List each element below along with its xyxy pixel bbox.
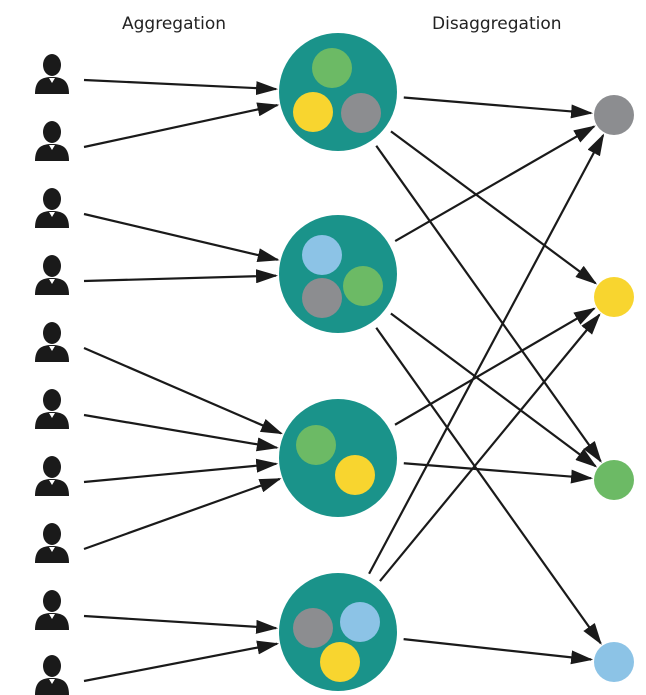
disaggregation-arrow (403, 638, 594, 665)
aggregation-arrow (83, 614, 279, 634)
disaggregation-arrow (394, 125, 596, 243)
pool-item-yellow (320, 642, 360, 682)
pool-item-green (312, 48, 352, 88)
output-node-blue (594, 642, 634, 682)
pool-item-yellow (293, 92, 333, 132)
disaggregation-arrow (390, 312, 598, 468)
aggregation-arrow (83, 458, 279, 484)
disaggregation-arrow (403, 462, 594, 484)
aggregation-arrow (83, 102, 280, 149)
aggregation-arrow (83, 640, 280, 683)
person-icon (35, 655, 69, 695)
pool-item-gray (293, 608, 333, 648)
output-node-yellow (594, 277, 634, 317)
disaggregation-arrow (379, 313, 601, 582)
aggregation-pool (279, 215, 397, 333)
arrows-layer (83, 78, 605, 683)
pool-item-gray (302, 278, 342, 318)
aggregation-arrow (83, 78, 279, 96)
pool-item-yellow (335, 455, 375, 495)
disaggregation-arrow (375, 145, 602, 463)
pool-item-blue (302, 235, 342, 275)
pool-item-green (296, 425, 336, 465)
person-icon (35, 523, 69, 563)
output-node-gray (594, 95, 634, 135)
aggregation-arrow (83, 477, 282, 551)
person-icon (35, 188, 69, 228)
aggregation-heading: Aggregation (122, 14, 227, 34)
disaggregation-heading: Disaggregation (432, 14, 562, 34)
pool-item-gray (341, 93, 381, 133)
disaggregation-arrow (394, 307, 596, 426)
person-icon (35, 389, 69, 429)
disaggregation-arrow (375, 327, 602, 645)
aggregation-arrow (83, 269, 279, 284)
person-icon (35, 456, 69, 496)
aggregation-pool (279, 33, 397, 151)
aggregation-pool (279, 573, 397, 691)
person-icon (35, 121, 69, 161)
person-icon (35, 322, 69, 362)
person-icon (35, 590, 69, 630)
disaggregation-arrow (368, 133, 605, 575)
disaggregation-arrow (403, 96, 594, 119)
person-icon (35, 54, 69, 94)
pool-item-green (343, 266, 383, 306)
disaggregation-arrow (390, 130, 598, 285)
aggregation-arrow (83, 413, 279, 452)
nodes-layer (35, 33, 634, 695)
pool-item-blue (340, 602, 380, 642)
output-node-green (594, 460, 634, 500)
person-icon (35, 255, 69, 295)
aggregation-arrow (83, 212, 280, 262)
aggregation-arrow (83, 346, 283, 435)
aggregation-pool (279, 399, 397, 517)
